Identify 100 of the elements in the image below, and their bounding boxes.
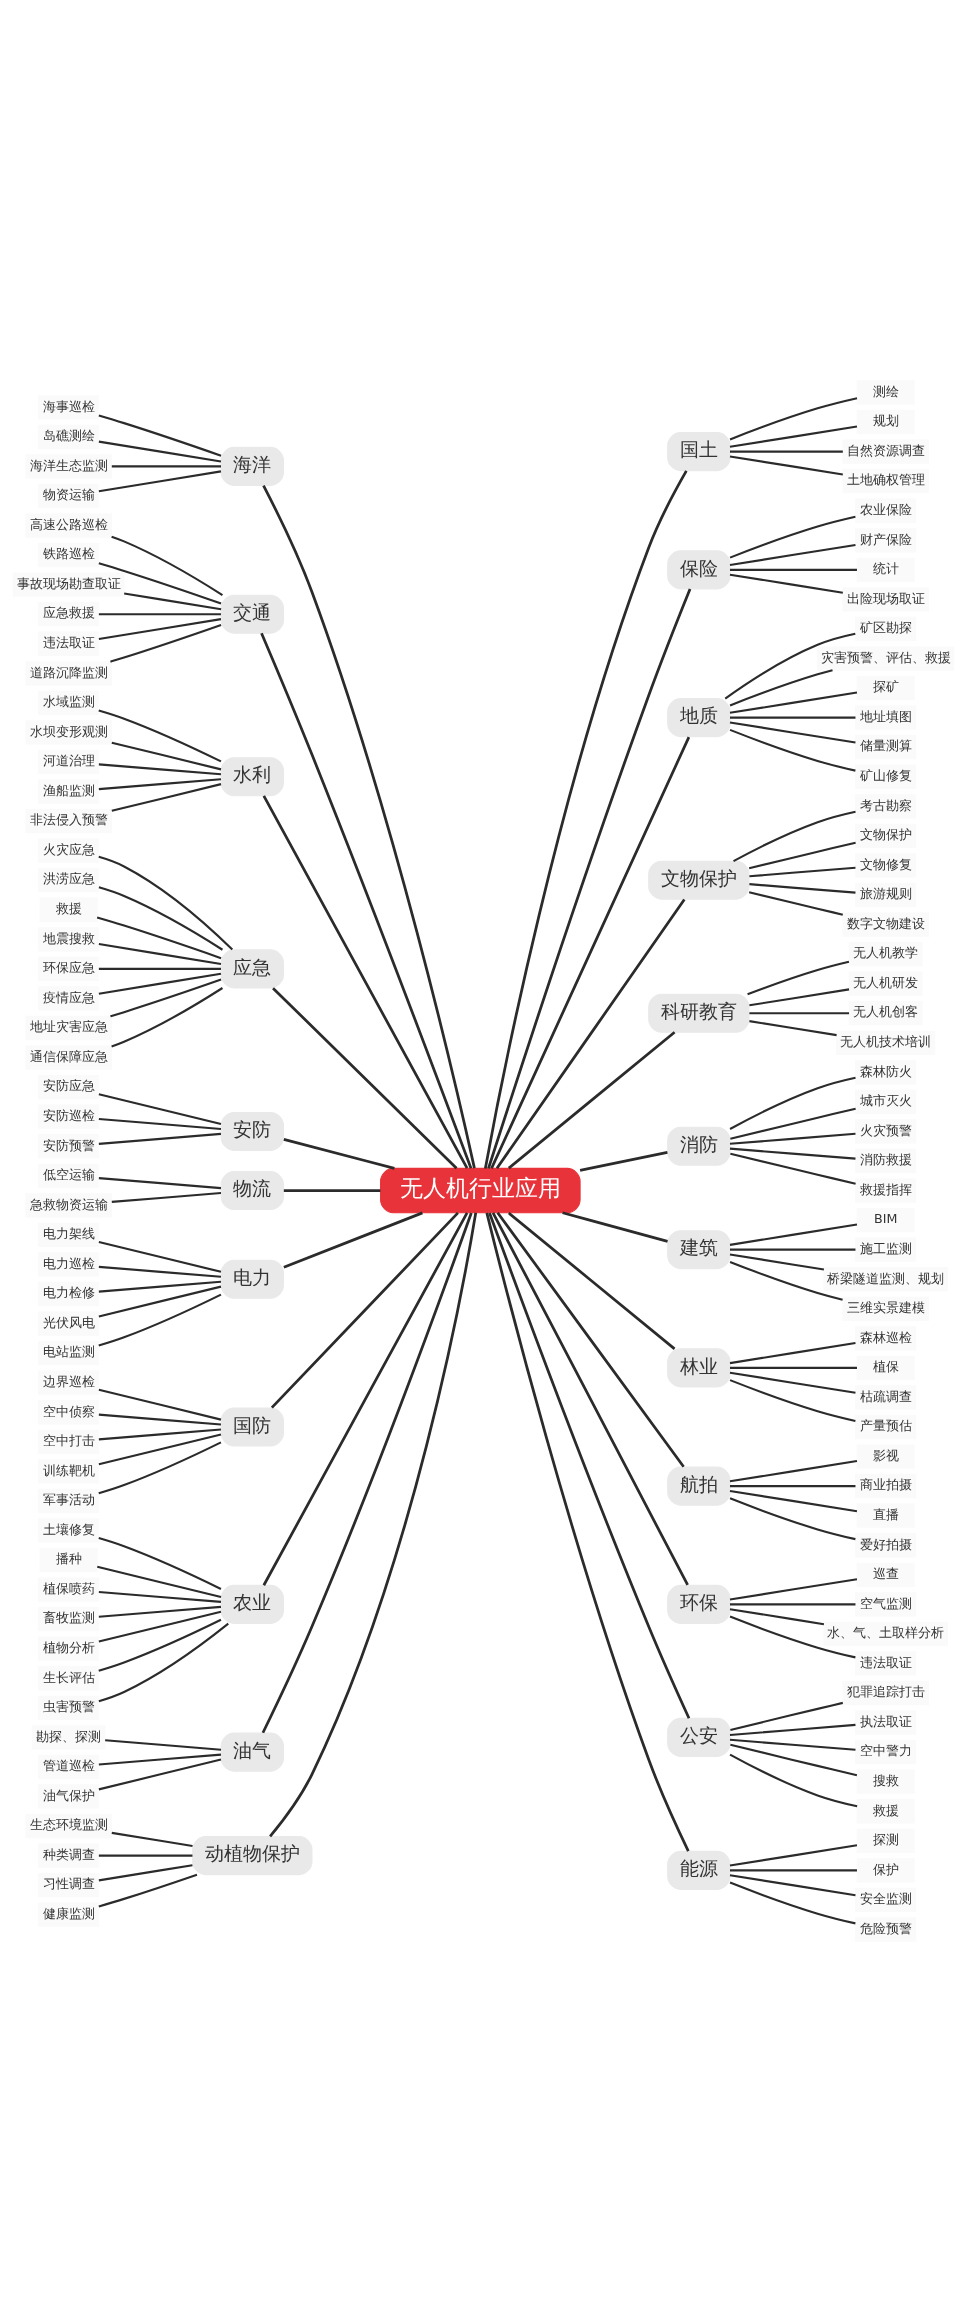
connector [748, 987, 849, 1006]
node-text: 地址灾害应急 [29, 1018, 108, 1034]
connector [98, 1873, 197, 1907]
connector [98, 1388, 221, 1421]
node-text: 矿区勘探 [859, 619, 912, 635]
connector [729, 728, 856, 772]
node-text: 执法取证 [859, 1713, 912, 1729]
connector [98, 1610, 221, 1643]
node-text: 海事巡检 [42, 398, 95, 414]
connector [729, 568, 857, 571]
connector [729, 450, 843, 453]
node-text: 健康监测 [42, 1905, 95, 1921]
node-text: 文物修复 [859, 856, 912, 872]
node-text: 灾害预警、评估、救援 [820, 649, 951, 665]
node-text: 枯疏调查 [859, 1388, 912, 1404]
connector [748, 1019, 837, 1036]
node-text: 空中警力 [859, 1742, 912, 1758]
connector [748, 866, 856, 877]
connector [98, 762, 221, 775]
connector [486, 587, 691, 1169]
node-text: 非法侵入预警 [29, 811, 108, 827]
node-text: 电力巡检 [42, 1255, 95, 1271]
connector [487, 1212, 690, 1719]
connector [98, 414, 221, 457]
node-box: 油气 [220, 1732, 284, 1772]
connector [97, 708, 221, 762]
connector [98, 967, 221, 970]
connector [98, 617, 221, 640]
connector [97, 1618, 221, 1672]
node-text: 训练靶机 [42, 1462, 95, 1478]
connector [489, 736, 690, 1169]
node-text: 三维实景建模 [846, 1299, 925, 1315]
connector [729, 1147, 856, 1160]
connector [97, 1536, 221, 1590]
connector [109, 978, 221, 1017]
connector [97, 855, 233, 950]
node-text: 文物保护 [859, 826, 912, 842]
node-text: 空气监测 [859, 1595, 912, 1611]
node-text: 城市灭火 [859, 1092, 912, 1108]
connector [98, 1092, 221, 1125]
node-text: 自然资源调查 [846, 442, 925, 458]
connector [491, 1211, 689, 1586]
node-text: BIM [873, 1210, 897, 1226]
node-box: 能源 [666, 1850, 730, 1890]
connector [483, 469, 688, 1169]
node-text: 危险预警 [859, 1920, 912, 1936]
node-box: 地质 [666, 697, 730, 737]
node-text: 违法取证 [42, 634, 95, 650]
connector [98, 440, 221, 462]
connector [729, 1607, 824, 1625]
node-box: 建筑 [666, 1229, 730, 1269]
node-box: 国土 [666, 431, 730, 471]
node-box: 交通 [220, 594, 284, 634]
node-text: 虫害预警 [42, 1698, 95, 1714]
node-box: 科研教育 [647, 993, 749, 1033]
node-text: 生长评估 [42, 1669, 95, 1685]
node-text: 通信保障应急 [29, 1048, 108, 1064]
node-text: 储量测算 [859, 737, 912, 753]
connector [729, 668, 833, 706]
connector [507, 1211, 675, 1350]
node-text: 应急救援 [42, 604, 95, 620]
connector [729, 1577, 857, 1601]
connector [729, 573, 843, 594]
node-box: 水利 [220, 756, 284, 796]
node-text: 渔船监测 [42, 782, 95, 798]
node-text: 铁路巡检 [42, 545, 95, 561]
node-box: 文物保护 [647, 860, 749, 900]
node-text: 爱好拍摄 [859, 1536, 912, 1552]
connector [111, 782, 221, 812]
node-text: 影视 [872, 1447, 899, 1463]
node-text: 商业拍摄 [859, 1476, 912, 1492]
node-text: 电站监测 [42, 1343, 95, 1359]
node-text: 土地确权管理 [846, 471, 925, 487]
connector [98, 1117, 221, 1130]
connector [259, 632, 472, 1169]
connector [98, 1590, 221, 1603]
node-text: 空中侦察 [42, 1403, 95, 1419]
node-box: 公安 [666, 1717, 730, 1757]
connector [729, 1753, 857, 1807]
connector [495, 898, 685, 1169]
connector [98, 1758, 221, 1790]
connector [282, 1211, 423, 1269]
node-text: 旅游规则 [859, 885, 912, 901]
connector [98, 1427, 221, 1440]
node-text: 数字文物建设 [846, 915, 925, 931]
node-text: 安防应急 [42, 1077, 95, 1093]
node-text: 火灾应急 [42, 841, 95, 857]
connector [496, 1211, 685, 1468]
connector [748, 890, 843, 916]
connector [729, 1107, 856, 1140]
node-text: 搜救 [872, 1772, 899, 1788]
connector [98, 1753, 221, 1766]
connector [98, 1285, 221, 1317]
connector [271, 986, 457, 1169]
connector [732, 810, 856, 862]
connector [98, 1240, 221, 1273]
connector [98, 1176, 221, 1189]
connector [729, 515, 856, 559]
connector [729, 1489, 857, 1512]
node-box: 物流 [220, 1170, 284, 1210]
